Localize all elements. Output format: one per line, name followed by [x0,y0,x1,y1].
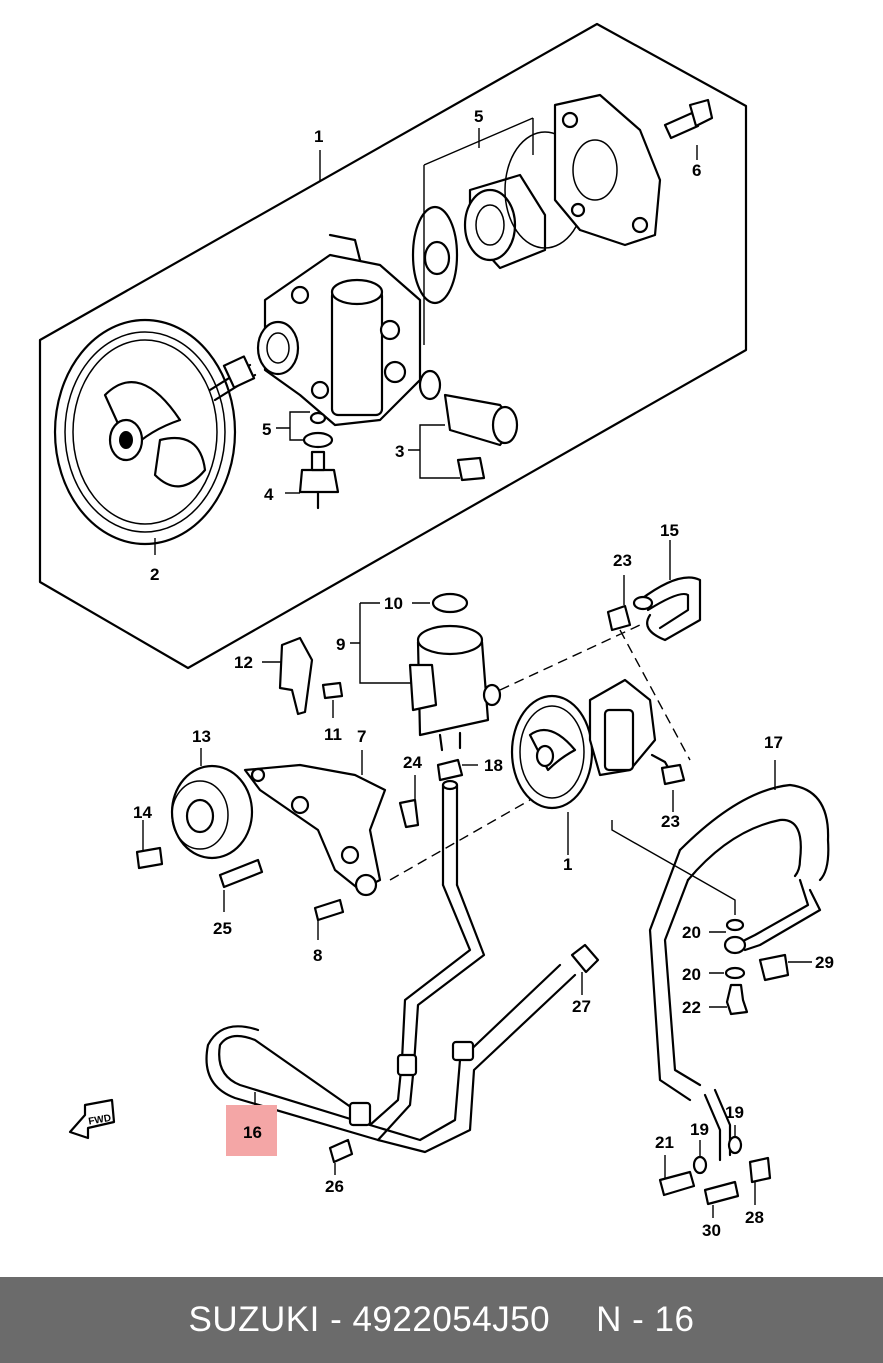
bracket-part-7 [243,763,387,897]
part-label-19-a: 19 [690,1120,709,1139]
rear-cover [553,93,662,247]
clip-part-28 [748,1156,772,1184]
washer-part-20-lower [724,966,746,980]
part-label-29: 29 [815,953,834,972]
reservoir-part-9 [408,592,502,752]
fwd-label: FWD [88,1113,112,1128]
part-label-4: 4 [264,485,274,504]
bolt-part-11 [321,681,344,700]
clamp-part-23-lower [660,763,686,786]
part-label-7: 7 [357,727,366,746]
part-label-17: 17 [764,733,783,752]
bolt-part-6 [663,98,714,140]
part-label-9: 9 [336,635,345,654]
part-label-21: 21 [655,1133,674,1152]
bolt-part-8 [313,898,345,922]
part-label-12: 12 [234,653,253,672]
part-number-labels: 1 5 6 5 3 4 2 10 9 12 11 13 7 24 18 14 2… [133,107,834,1240]
part-label-19-b: 19 [725,1103,744,1122]
washer-part-19-b [727,1135,743,1155]
brand-part-number: SUZUKI - 4922054J50 [188,1300,551,1339]
part-label-13: 13 [192,727,211,746]
washer-part-20-upper [725,918,745,932]
union-bolt-head [723,935,747,955]
part-info-footer: SUZUKI - 4922054J50 N - 16 [0,1277,883,1363]
return-pipe-part-16 [205,883,577,1154]
forward-direction-arrow: FWD [68,1098,116,1140]
part-label-30: 30 [702,1221,721,1240]
part-label-1-top: 1 [314,127,323,146]
part-label-6: 6 [692,161,701,180]
clamp-part-27 [570,943,600,974]
part-label-22: 22 [682,998,701,1017]
bolt-part-26 [328,1138,354,1164]
part-label-1-bottom: 1 [563,855,572,874]
part-label-11: 11 [324,725,342,744]
pulley-part-2 [53,318,257,546]
part-label-16: 16 [243,1123,262,1142]
clip-part-29 [758,953,790,982]
bolt-part-25 [218,858,264,889]
bolt-part-22 [725,983,749,1016]
part-label-25: 25 [213,919,232,938]
part-label-2: 2 [150,565,159,584]
part-label-14: 14 [133,803,152,822]
union-fitting-part-3 [418,369,519,482]
part-label-10: 10 [384,594,403,613]
part-label-26: 26 [325,1177,344,1196]
part-label-5-top: 5 [474,107,483,126]
bolt-part-14 [135,846,164,870]
part-label-23-lower: 23 [661,812,680,831]
power-steering-exploded-diagram: FWD 1 5 6 5 3 4 2 10 9 12 11 13 7 24 18 … [38,22,834,1240]
part-label-28: 28 [745,1208,764,1227]
leader-lines [142,117,812,1218]
washer-part-19-a [692,1155,708,1175]
part-label-27: 27 [572,997,591,1016]
idler-pulley-part-13 [170,764,254,860]
part-label-8: 8 [313,946,322,965]
bolt-part-30 [703,1180,740,1206]
return-tube-part-18 [436,758,464,887]
part-label-23-upper: 23 [613,551,632,570]
part-label-15: 15 [660,521,679,540]
bolt-part-21 [658,1170,696,1197]
highlighted-part-box [226,1105,277,1156]
pump-assembly-part-1 [510,678,677,810]
pressure-switch-part-4 [298,411,340,510]
bolt-part-24 [398,798,420,829]
part-label-18: 18 [484,756,503,775]
pressure-hose-part-17 [648,783,830,1162]
diagram-reference: N - 16 [596,1300,695,1339]
assembly-box-outline [38,22,748,670]
part-label-20-upper: 20 [682,923,701,942]
clamp-part-23-upper [606,604,632,632]
part-label-24: 24 [403,753,422,772]
suction-hose-part-15 [632,576,702,642]
part-label-20-lower: 20 [682,965,701,984]
part-label-5-side: 5 [262,420,271,439]
part-label-3: 3 [395,442,404,461]
bracket-part-12 [278,636,314,716]
pump-body-part-1 [256,233,422,427]
